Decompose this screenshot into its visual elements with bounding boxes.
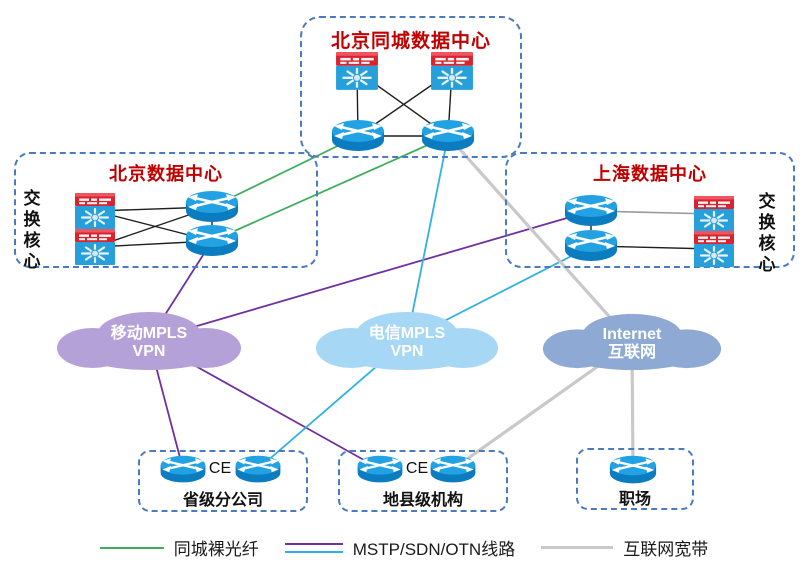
switch-icon [693,230,735,268]
internet-cloud: Internet 互联网 [541,312,723,372]
gray-line-sample [541,546,614,549]
switch-icon [74,228,116,266]
cyan-line-sample [284,550,343,553]
router-icon [233,454,283,485]
legend-label: 同城裸光纤 [173,540,259,559]
switch-icon [430,51,474,91]
legend-item: 互联网宽带 [541,535,708,560]
edge-tb-r1-bj-r1 [211,135,359,208]
beijing-dc-title: 北京数据中心 [109,164,223,184]
router-icon [607,454,659,486]
shanghai-core-switch-label: 交换核心 [758,192,776,274]
beijing-core-switch-label: 交换核心 [23,189,41,271]
cloud-label-line1: 移动MPLS [110,324,188,342]
cloud-label-line2: VPN [132,343,166,360]
metro-dc-title: 北京同城数据中心 [330,31,491,52]
router-icon [158,454,208,485]
legend-item: 同城裸光纤 [99,535,259,560]
cloud-label: 移动MPLS VPN [55,310,243,372]
router-icon [183,223,241,259]
edge-cloud-m-sh-r1 [148,210,592,341]
purple-line-sample [284,542,343,545]
router-icon [562,193,620,229]
router-icon [419,118,477,154]
cloud-label-line2: VPN [390,343,424,360]
router-icon [428,454,478,485]
green-line-sample [99,546,164,549]
cloud-label: Internet 互联网 [541,312,723,372]
cloud-label-line2: 互联网 [607,344,656,361]
legend-label: 互联网宽带 [623,540,709,559]
county-branch-label: 地县级机构 [382,492,463,509]
edge-tb-r2-cloud-t [406,135,449,341]
cloud-icon [542,313,722,371]
edge-tb-r2-bj-r2 [211,135,449,242]
cloud-icon [315,312,499,370]
shanghai-dc-title: 上海数据中心 [593,164,707,184]
legend-item: MSTP/SDN/OTN线路 [284,535,516,560]
switch-icon [74,192,116,230]
router-icon [355,454,405,485]
cloud-icon [56,312,242,370]
router-icon [183,189,241,225]
ce-label: CE [405,460,429,477]
edge-tb-r2-cloud-i [446,134,634,344]
cloud-label-line1: Internet [602,325,662,343]
legend: 同城裸光纤 MSTP/SDN/OTN线路 互联网宽带 [0,535,808,560]
ce-label: CE [208,460,232,477]
legend-label: MSTP/SDN/OTN线路 [352,540,516,559]
mobile-mpls-cloud: 移动MPLS VPN [55,310,243,372]
cloud-label: 电信MPLS VPN [314,310,500,372]
switch-icon [335,51,379,91]
cloud-label-line1: 电信MPLS [368,324,446,342]
router-icon [562,228,620,264]
router-icon [329,118,387,154]
mstp-line-sample [284,542,343,553]
office-label: 职场 [618,491,651,508]
switch-icon [693,195,735,233]
provincial-branch-label: 省级分公司 [182,492,263,509]
telecom-mpls-cloud: 电信MPLS VPN [314,310,500,372]
